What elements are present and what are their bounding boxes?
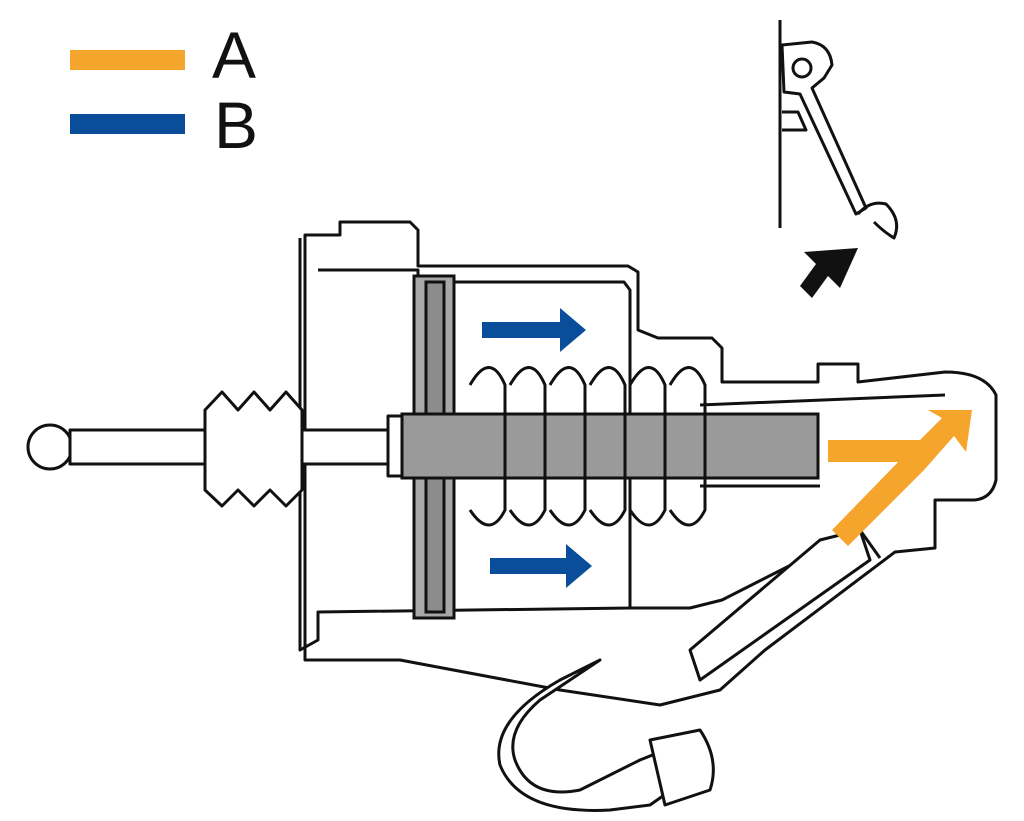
- return-spring: [468, 366, 707, 527]
- legend-swatch-a: [70, 50, 185, 70]
- flow-arrow-b-upper: [482, 308, 586, 352]
- outlet-connector: [497, 528, 872, 812]
- hose-elbow: [497, 658, 702, 812]
- flow-arrow-a-bend: [832, 410, 972, 546]
- connector-body: [688, 528, 872, 682]
- flow-arrow-b-lower: [490, 544, 592, 588]
- housing-outline: [303, 220, 998, 707]
- push-rod-assembly: [26, 390, 412, 508]
- rod-ball-end: [26, 423, 74, 471]
- spring-coil: [468, 366, 707, 527]
- legend-label-b: B: [214, 88, 258, 162]
- press-arrow-icon: [800, 248, 858, 298]
- flow-arrows-b: [482, 308, 592, 588]
- legend: A B: [70, 18, 258, 162]
- flow-arrows-a: [828, 410, 972, 546]
- pedal-inset: [778, 20, 899, 298]
- hose-end-cap: [648, 728, 715, 807]
- legend-label-a: A: [212, 18, 256, 92]
- pedal-stop: [782, 110, 808, 132]
- pedal-pivot: [791, 57, 813, 79]
- outlet-port-lower: [630, 528, 882, 610]
- pedal-pad: [856, 201, 899, 240]
- flow-arrow-a-bore: [828, 440, 905, 462]
- brake-pedal-icon: [780, 40, 868, 216]
- piston-assembly: [400, 274, 820, 620]
- bore-wall: [699, 393, 946, 488]
- rubber-boot: [203, 390, 304, 508]
- legend-swatch-b: [70, 114, 185, 134]
- piston-shaft: [400, 412, 820, 480]
